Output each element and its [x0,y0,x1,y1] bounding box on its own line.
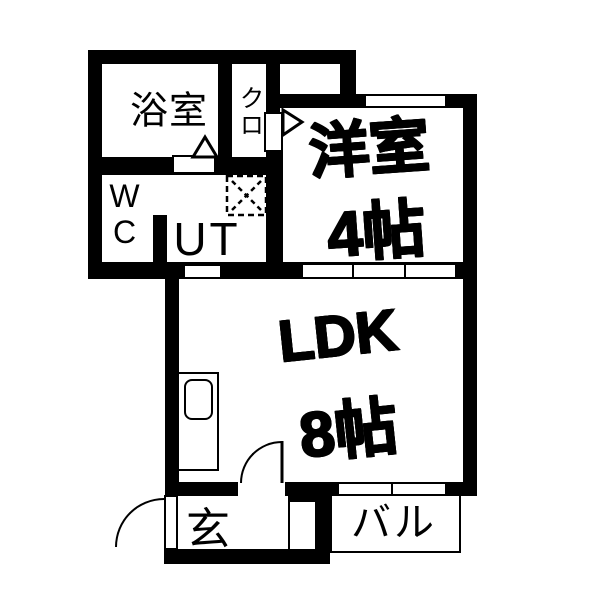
wall-right [463,94,477,493]
wall-entrance-bottom [164,549,330,564]
entrance-niche [290,502,315,549]
balcony-window-divider [391,483,393,495]
westernroom-ldk-sliding-doors [301,263,457,279]
entrance-ldk-opening [238,482,285,496]
sliding-door-divider-1 [352,264,354,278]
wc-door-opening [153,175,167,215]
sliding-door-divider-2 [404,264,406,278]
ldk-size: 8帖 [295,391,402,473]
kitchen-sink [184,379,213,420]
balcony-label: バル [351,501,437,545]
wall-top [88,50,356,64]
wall-niche-cap [288,496,315,502]
wall-bath-right [218,64,232,157]
ldk-label: LDK [274,296,401,375]
bathroom-label: 浴室 [129,90,209,133]
closet-label: クロ [236,85,264,139]
westernroom-window [364,94,447,108]
entrance-door-leaf [164,495,178,550]
wall-entrance-right-block [315,496,330,549]
balcony-edge-left [330,493,332,552]
entrance-label: 玄 [186,505,230,554]
utility-ldk-door-opening [183,264,222,279]
westernroom-door-triangle-icon [281,107,305,138]
balcony-edge-right [459,493,461,553]
toilet-label: WC [106,178,143,250]
western-room-size: 4帖 [324,193,429,272]
utility-label: UT [173,213,241,265]
western-room-label: 洋室 [306,110,432,187]
washer-space-x2 [231,180,262,211]
niche-divider-line [288,502,290,549]
wall-connector [340,50,356,108]
wall-ldk-left [165,279,179,482]
balcony-edge-bottom [330,551,461,553]
bathroom-door-triangle-icon [190,134,220,159]
